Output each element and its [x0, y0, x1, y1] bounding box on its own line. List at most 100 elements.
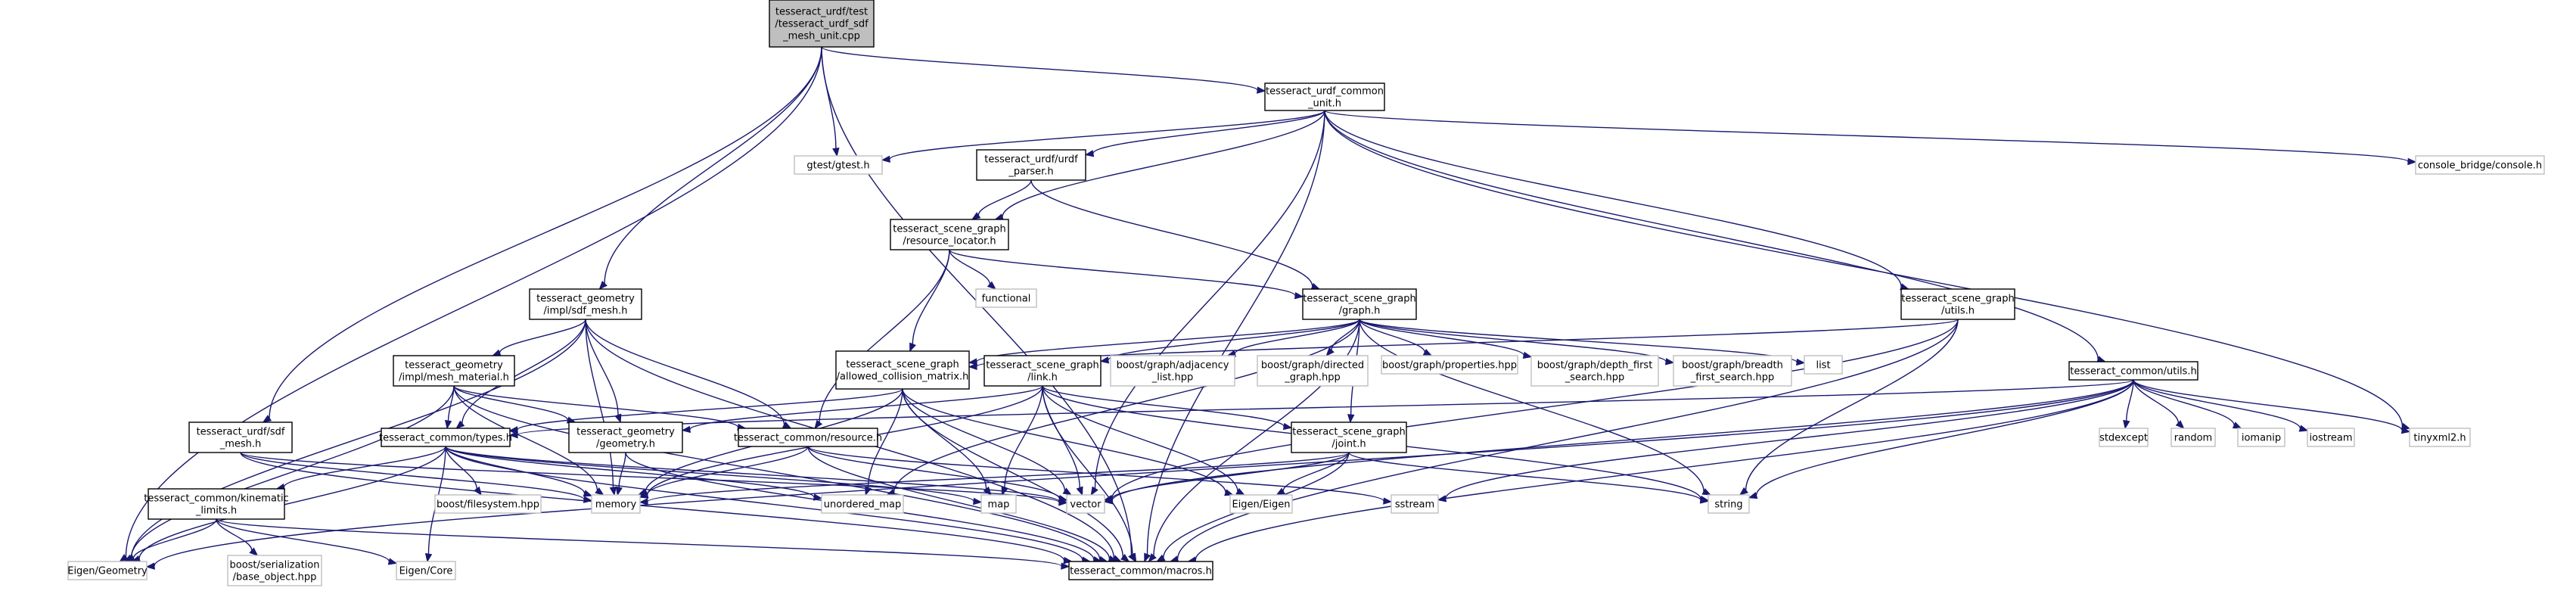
- edge-arrowhead: [971, 212, 981, 220]
- node-label-line: /link.h: [1027, 372, 1058, 384]
- node-label-line: /impl/mesh_material.h: [399, 372, 509, 384]
- node-urdf-sdf-mesh[interactable]: tesseract_urdf/sdf_mesh.h: [188, 421, 293, 453]
- node-adjacency: boost/graph/adjacency_list.hpp: [1110, 355, 1235, 387]
- edge-common-resource-to-vector: [807, 446, 1068, 502]
- edge-arrowhead: [681, 425, 691, 434]
- edge-line: [283, 446, 446, 487]
- edge-acm-to-common-types: [508, 388, 903, 434]
- edge-line: [807, 446, 1060, 499]
- edge-resource-locator-to-functional: [949, 249, 996, 290]
- edge-arrowhead: [968, 358, 977, 365]
- edge-line: [216, 518, 253, 551]
- edge-arrowhead: [968, 362, 977, 371]
- node-label-line: tesseract_scene_graph: [1292, 427, 1405, 438]
- edge-arrowhead: [2400, 426, 2411, 434]
- edge-common-types-to-unordered-map: [445, 446, 823, 501]
- node-label-line: functional: [982, 294, 1031, 305]
- edge-line: [1324, 110, 2099, 359]
- edge-arrowhead: [1076, 486, 1083, 496]
- edge-line: [807, 446, 1384, 502]
- edge-line: [216, 518, 390, 562]
- node-common-resource[interactable]: tesseract_common/resource.h: [734, 428, 882, 447]
- node-box: [2415, 155, 2545, 175]
- node-common-macros[interactable]: tesseract_common/macros.h: [1068, 561, 1213, 580]
- edge-line: [1195, 379, 2134, 561]
- edge-arrowhead: [455, 420, 465, 429]
- edge-line: [689, 385, 1043, 431]
- edge-common-resource-to-memory: [639, 446, 809, 498]
- node-box: [568, 421, 683, 453]
- edge-arrowhead: [1383, 497, 1393, 505]
- node-label-line: _list.hpp: [1151, 372, 1193, 384]
- edge-arrowhead: [1090, 486, 1098, 496]
- node-sg-graph[interactable]: tesseract_scene_graph/graph.h: [1302, 288, 1417, 320]
- node-box: [381, 428, 511, 447]
- node-box: [794, 155, 883, 175]
- edge-line: [154, 379, 2134, 567]
- edge-arrowhead: [1155, 554, 1166, 562]
- node-geom-sdf-mesh[interactable]: tesseract_geometry/impl/sdf_mesh.h: [529, 288, 642, 320]
- edge-line: [949, 249, 991, 285]
- edge-line: [2133, 379, 2235, 426]
- edge-arrowhead: [987, 281, 996, 290]
- node-geom-geometry[interactable]: tesseract_geometry/geometry.h: [568, 421, 683, 453]
- node-box: [2307, 428, 2355, 447]
- edges-layer: [119, 46, 2417, 570]
- edge-arrowhead: [1148, 552, 1157, 563]
- node-common-utils[interactable]: tesseract_common/utils.h: [2068, 361, 2198, 381]
- edge-line: [1146, 110, 1325, 555]
- node-box: [396, 561, 456, 580]
- node-urdf-parser[interactable]: tesseract_urdf/urdf_parser.h: [976, 149, 1086, 181]
- edge-arrowhead: [1347, 414, 1355, 424]
- node-sstream: sstream: [1391, 494, 1439, 514]
- node-map: map: [980, 494, 1017, 514]
- edge-urdf-common-unit-to-sg-utils: [1324, 110, 1909, 291]
- edge-arrowhead: [615, 486, 623, 496]
- edge-line: [1359, 319, 1524, 356]
- edge-line: [819, 249, 950, 423]
- node-label-line: _search.hpp: [1565, 372, 1625, 384]
- node-box: [738, 428, 878, 447]
- node-urdf-common-unit[interactable]: tesseract_urdf_common_unit.h: [1264, 82, 1385, 111]
- node-stdexcept: stdexcept: [2099, 428, 2149, 447]
- edge-arrowhead: [832, 147, 840, 157]
- edge-arrowhead: [595, 487, 604, 496]
- node-box: [2068, 361, 2198, 381]
- node-sg-joint[interactable]: tesseract_scene_graph/joint.h: [1291, 421, 1407, 453]
- node-box: [1068, 561, 1213, 580]
- node-label-line: tesseract_urdf/test: [775, 7, 868, 18]
- node-functional: functional: [975, 288, 1037, 308]
- node-root[interactable]: tesseract_urdf/test/tesseract_urdf_sdf_m…: [769, 0, 875, 48]
- node-acm[interactable]: tesseract_scene_graph/allowed_collision_…: [835, 350, 970, 390]
- edge-line: [1234, 319, 1360, 354]
- edge-line: [132, 518, 217, 558]
- edge-arrowhead: [1120, 553, 1130, 562]
- edge-urdf-common-unit-to-common-macros: [1144, 110, 1325, 563]
- node-label-line: Eigen/Core: [399, 566, 453, 577]
- node-label-line: console_bridge/console.h: [2418, 160, 2542, 172]
- edge-line: [138, 446, 446, 559]
- edge-line: [1445, 379, 2134, 499]
- edge-root-to-urdf-sdf-mesh: [262, 46, 822, 423]
- edge-resource-locator-to-common-resource: [814, 249, 950, 430]
- node-label-line: /allowed_collision_matrix.h: [837, 372, 969, 383]
- node-mesh-material[interactable]: tesseract_geometry/impl/mesh_material.h: [393, 355, 515, 387]
- node-sg-utils[interactable]: tesseract_scene_graph/utils.h: [1900, 288, 2015, 320]
- edge-kinematic-limits-to-eigen-core: [216, 518, 398, 565]
- node-label-line: _limits.h: [195, 505, 237, 517]
- node-box: [769, 0, 875, 48]
- node-kinematic-limits[interactable]: tesseract_common/kinematic_limits.h: [144, 488, 289, 520]
- edge-line: [1745, 319, 1959, 490]
- edge-arrowhead: [865, 486, 872, 496]
- node-label-line: tesseract_urdf/urdf: [984, 154, 1078, 166]
- edge-common-utils-to-sstream: [1437, 379, 2134, 502]
- edge-root-to-gtest: [821, 46, 840, 157]
- node-resource-locator[interactable]: tesseract_scene_graph/resource_locator.h: [890, 219, 1009, 250]
- edge-geom-geometry-to-memory: [615, 452, 626, 496]
- node-sg-link[interactable]: tesseract_scene_graph/link.h: [983, 355, 1102, 387]
- node-label-line: string: [1714, 499, 1742, 511]
- node-common-types[interactable]: tesseract_common/types.h: [379, 428, 512, 447]
- edge-line: [1094, 110, 1325, 489]
- node-box: [1707, 494, 1750, 514]
- edge-line: [453, 385, 739, 428]
